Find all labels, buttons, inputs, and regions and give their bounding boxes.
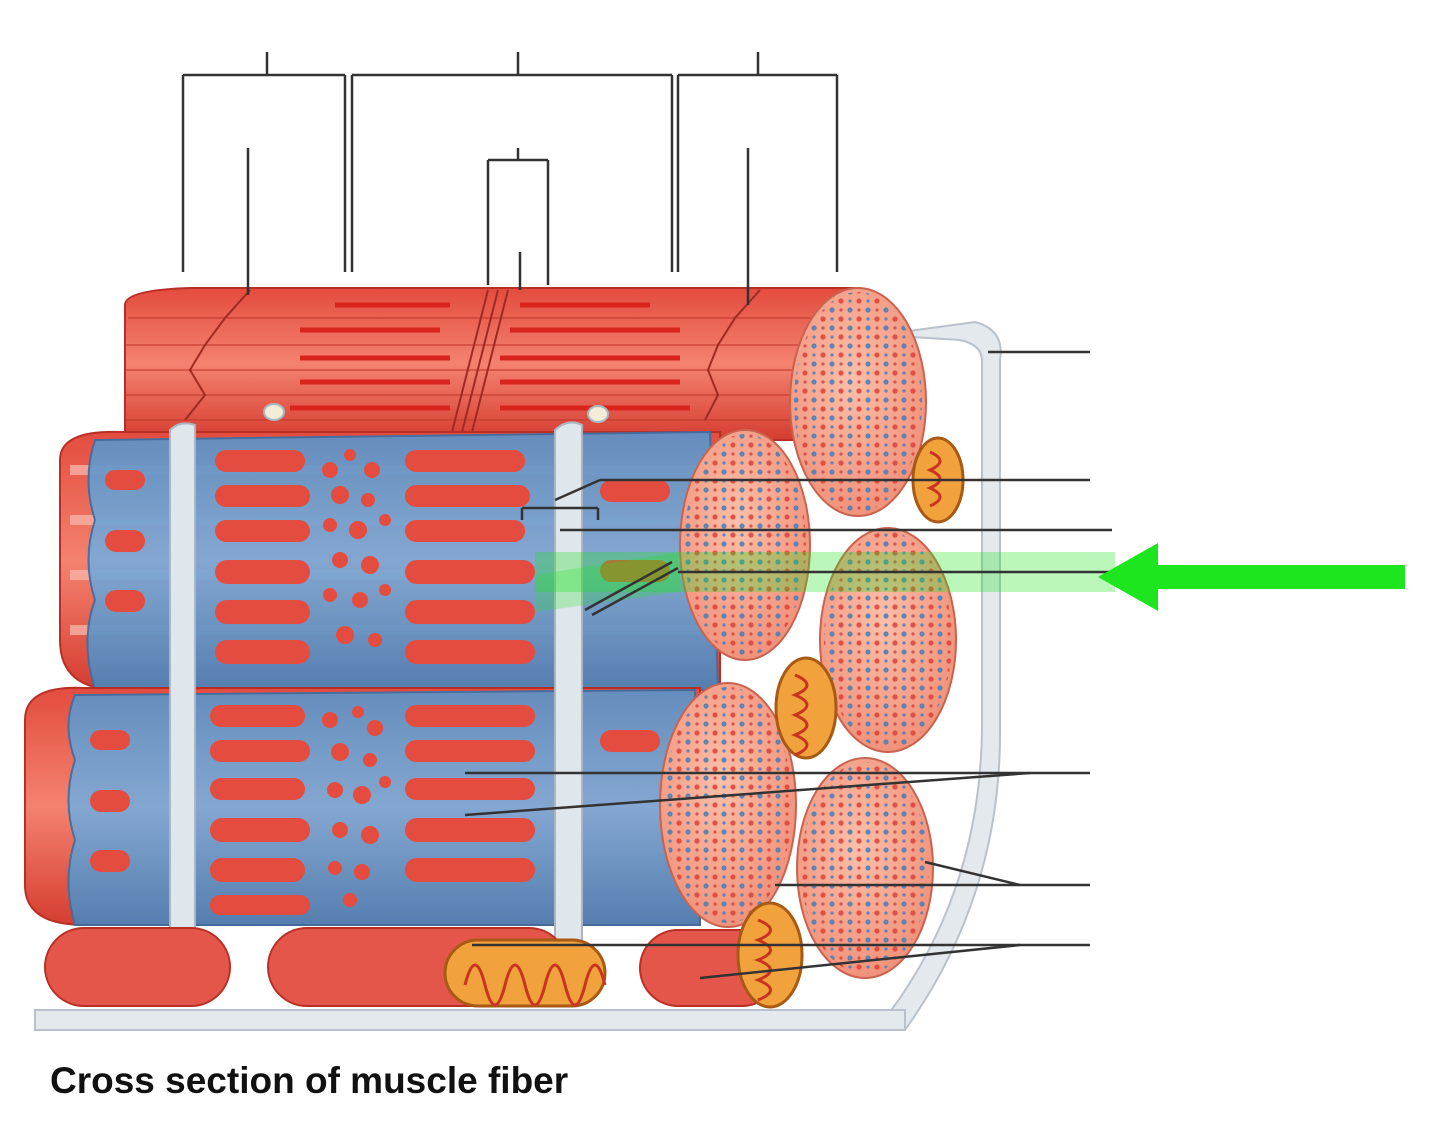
bottom-cylinders	[44, 927, 781, 1007]
right-leader-lines	[464, 350, 1112, 980]
diagram-caption: Cross section of muscle fiber	[50, 1060, 569, 1101]
arrow-left-icon	[1098, 543, 1405, 611]
t-tubules	[169, 403, 609, 1006]
mitochondrion	[443, 938, 607, 1008]
mitochondria	[443, 436, 965, 1009]
mitochondrion	[736, 901, 804, 1009]
sarcoplasmic-reticulum-bottom	[67, 688, 702, 926]
top-bracket-lines	[181, 52, 839, 305]
top-myofibril	[124, 287, 927, 517]
myofibril-cross-sections	[659, 429, 957, 979]
sarcolemma	[34, 320, 1002, 1031]
mitochondrion	[774, 656, 838, 760]
